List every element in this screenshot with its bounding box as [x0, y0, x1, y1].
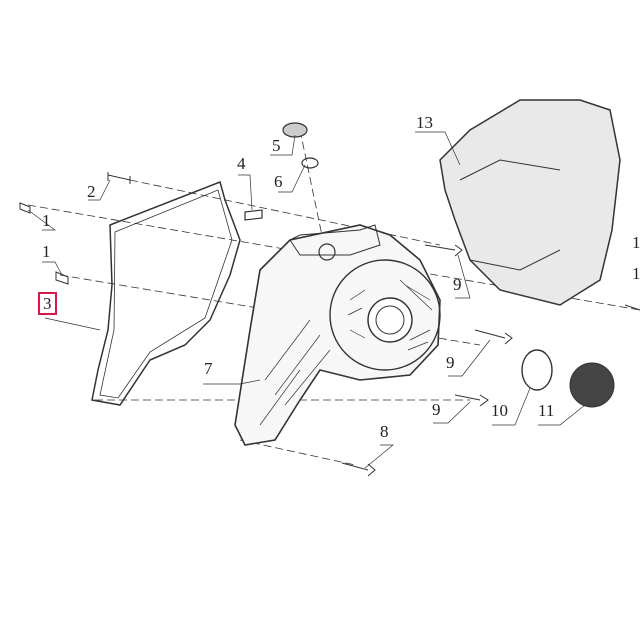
callout-13: 13	[416, 113, 433, 132]
dowel-part-1a	[19, 202, 31, 214]
callout-edge: 1	[632, 264, 640, 283]
callout-1: 1	[42, 242, 51, 261]
dowel-part-1b	[55, 271, 69, 285]
callout-4: 4	[237, 154, 246, 173]
bolt-part-9b	[474, 329, 513, 345]
plug-part-5	[282, 122, 308, 138]
callout-9: 9	[432, 400, 441, 419]
callout-3-highlighted: 3	[38, 292, 57, 315]
guard-part-13	[439, 99, 621, 306]
washer-part-6	[301, 157, 319, 169]
callout-5: 5	[272, 136, 281, 155]
callout-6: 6	[274, 172, 283, 191]
bolt-part-9a	[424, 244, 463, 257]
callout-8: 8	[380, 422, 389, 441]
bracket-part-4	[244, 209, 263, 221]
bolt-edge	[624, 304, 640, 311]
callout-9: 9	[446, 353, 455, 372]
callout-2: 2	[87, 182, 96, 201]
leader-lines	[27, 131, 586, 469]
oring-part-10	[521, 349, 553, 391]
callout-1: 1	[42, 211, 51, 230]
engine-cover-part-7	[234, 224, 441, 446]
bolts	[19, 172, 640, 477]
callout-11: 11	[538, 401, 555, 420]
gasket-part-3	[91, 180, 241, 406]
callout-10: 10	[491, 401, 508, 420]
cover-vent-pattern	[259, 279, 433, 426]
bolt-part-8	[341, 462, 376, 477]
callout-9: 9	[453, 275, 462, 294]
callout-edge: 1	[632, 233, 640, 252]
bolt-part-2	[107, 172, 131, 184]
cap-part-11	[569, 362, 615, 408]
callout-7: 7	[204, 359, 213, 378]
bolt-part-9c	[454, 394, 489, 407]
